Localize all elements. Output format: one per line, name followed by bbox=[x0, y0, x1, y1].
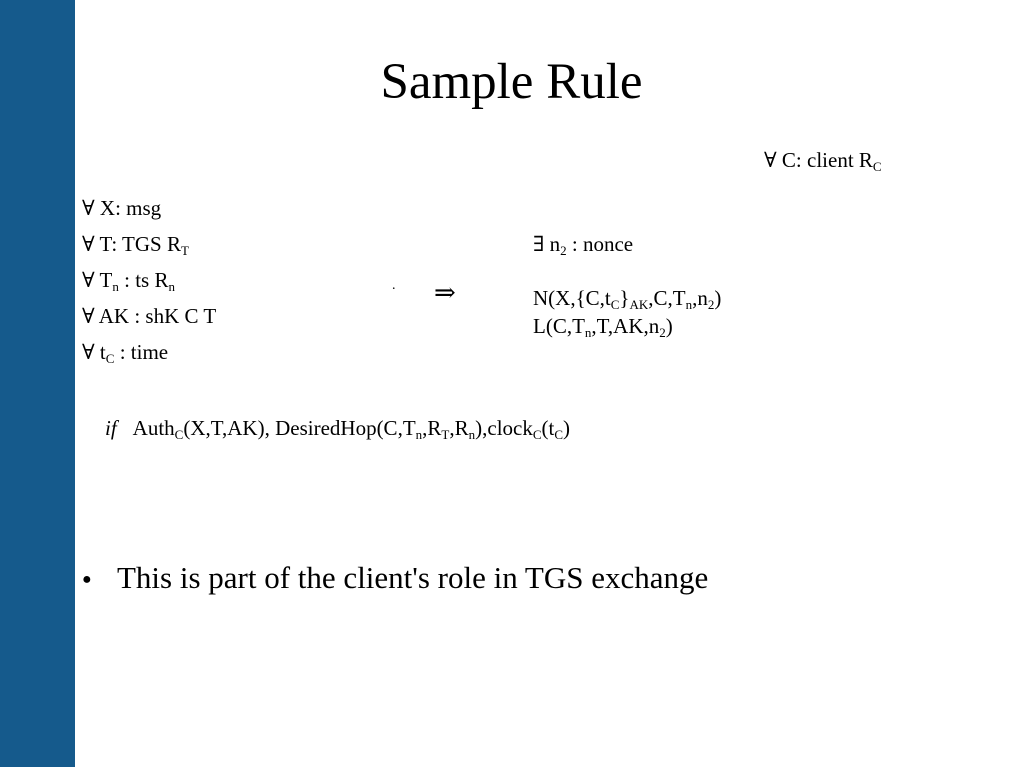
slide-sidebar bbox=[0, 0, 75, 767]
bullet-marker: ● bbox=[82, 571, 92, 588]
if-keyword: if bbox=[105, 416, 117, 440]
var-tc-time: ∀ tC : time bbox=[82, 340, 169, 366]
n-fact: N(X,{C,tC}AK,C,Tn,n2) bbox=[533, 286, 722, 312]
implies-arrow: ⇒ bbox=[434, 278, 456, 307]
bullet-text: This is part of the client's role in TGS… bbox=[117, 560, 709, 595]
var-ak-shk: ∀ AK : shK C T bbox=[82, 304, 217, 328]
slide-title: Sample Rule bbox=[380, 54, 643, 110]
exists-nonce: ∃ n2 : nonce bbox=[533, 232, 634, 258]
var-t-tgs: ∀ T: TGS RT bbox=[82, 232, 189, 258]
var-x-msg: ∀ X: msg bbox=[82, 196, 162, 220]
var-tn-ts: ∀ Tn : ts Rn bbox=[82, 268, 175, 294]
client-quantifier: ∀ C: client RC bbox=[764, 148, 882, 174]
dot-mark: . bbox=[392, 278, 396, 293]
l-fact: L(C,Tn,T,AK,n2) bbox=[533, 314, 673, 340]
